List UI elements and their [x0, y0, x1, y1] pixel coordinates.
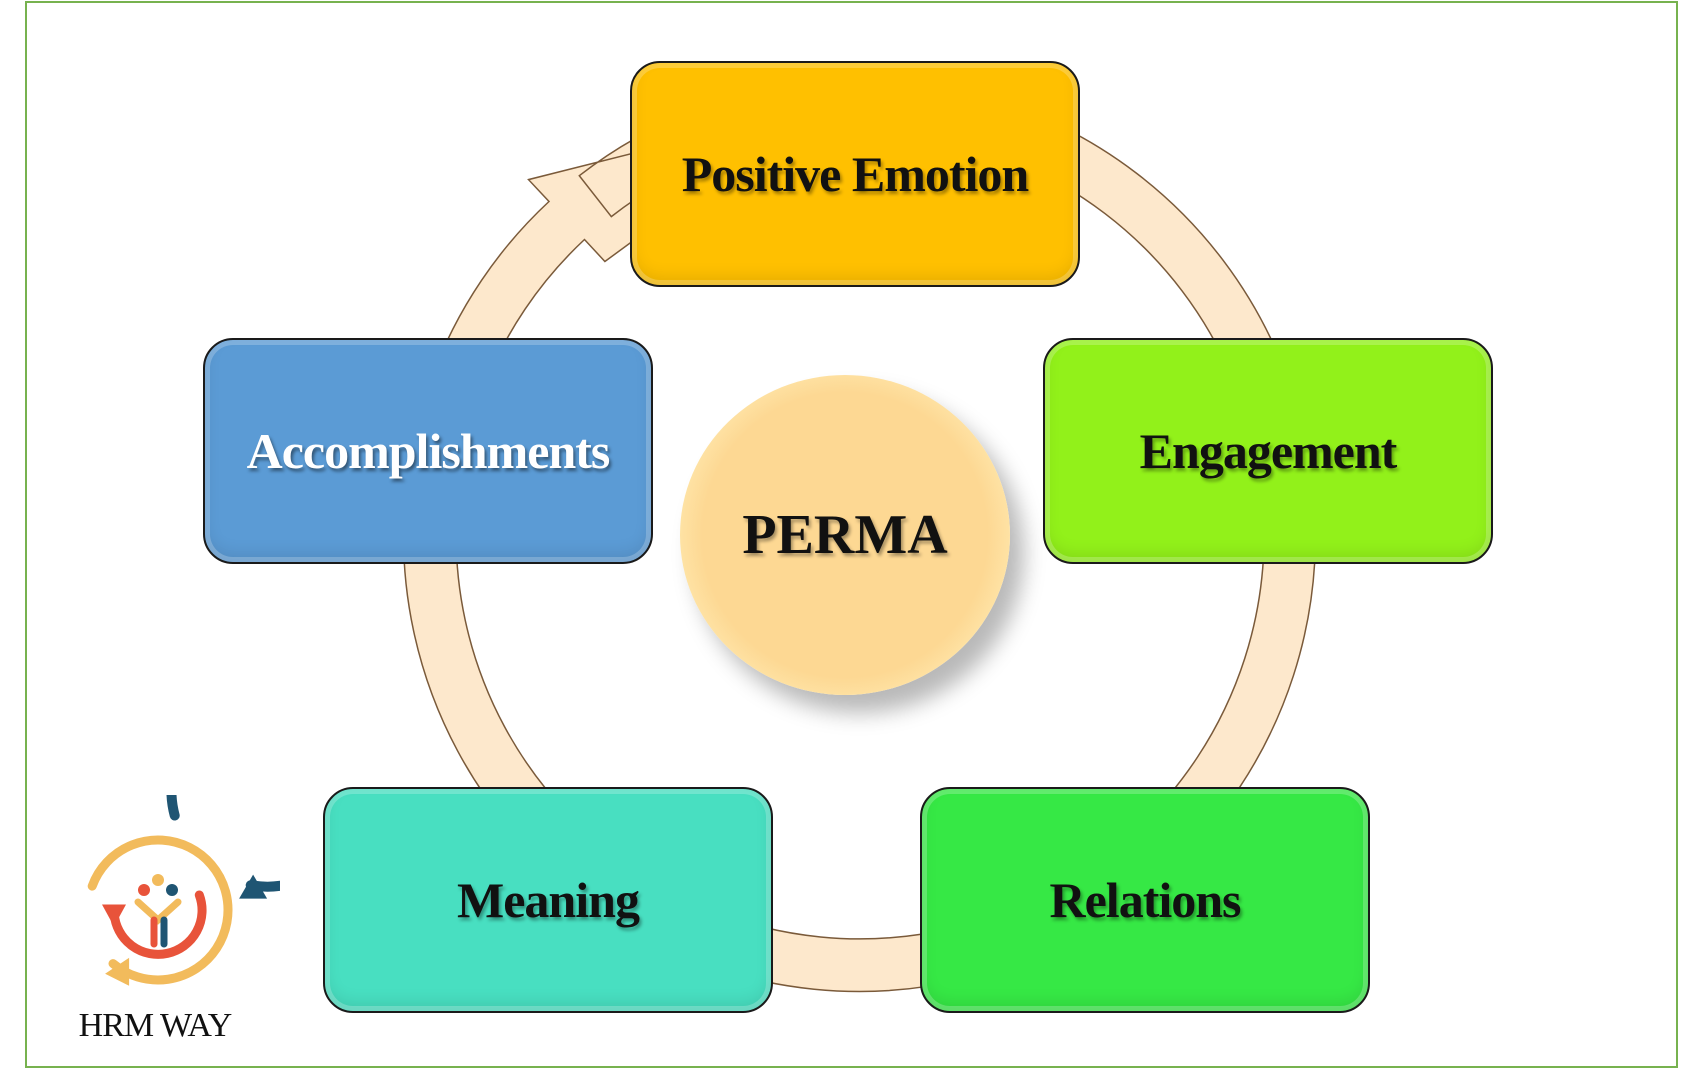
node-meaning-label: Meaning	[457, 872, 640, 928]
node-engagement-label: Engagement	[1139, 423, 1398, 479]
center-perma-label: PERMA	[742, 504, 948, 566]
logo-inner-ring	[109, 890, 207, 959]
hrm-way-logo: HRM WAY	[40, 795, 280, 1055]
hrm-way-logo-text: HRM WAY	[78, 1007, 233, 1044]
node-positive-emotion: Positive Emotion	[630, 61, 1080, 287]
logo-figure-arms	[134, 898, 182, 925]
node-engagement: Engagement	[1043, 338, 1493, 564]
node-relations-label: Relations	[1049, 872, 1242, 928]
hrm-way-logo-icon	[87, 795, 280, 986]
node-meaning: Meaning	[323, 787, 773, 1013]
logo-middle-ring	[87, 835, 233, 985]
logo-person-teal-icon	[166, 884, 178, 896]
logo-middle-arrowhead-icon	[105, 957, 130, 986]
logo-person-yellow-icon	[152, 874, 164, 886]
logo-outer-arrowhead-icon	[239, 874, 268, 899]
node-relations: Relations	[920, 787, 1370, 1013]
logo-outer-ring	[166, 795, 280, 892]
logo-person-red-icon	[138, 884, 150, 896]
logo-inner-arrowhead-icon	[102, 904, 126, 927]
node-accomplishments-label: Accomplishments	[246, 423, 611, 479]
node-accomplishments: Accomplishments	[203, 338, 653, 564]
node-positive-emotion-label: Positive Emotion	[681, 146, 1029, 202]
center-perma-circle: PERMA	[680, 375, 1010, 695]
